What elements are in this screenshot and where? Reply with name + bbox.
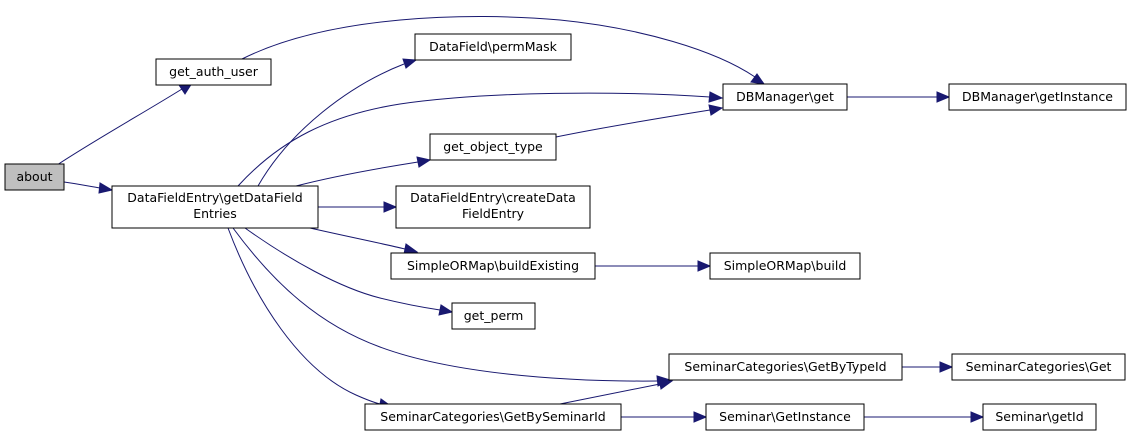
node-datafieldentry-getdatafieldentries-label-line2: Entries xyxy=(193,206,237,221)
node-simpleormap-build-label: SimpleORMap\build xyxy=(724,258,847,273)
edge-get-object-type-to-dbmanager-get xyxy=(555,104,724,138)
node-seminar-getinstance[interactable]: Seminar\GetInstance xyxy=(705,403,865,431)
node-seminarcategories-getbyseminarid[interactable]: SeminarCategories\GetBySeminarId xyxy=(364,403,622,431)
edge-getdatafieldentries-to-createdatafieldentry xyxy=(318,201,398,213)
node-dbmanager-getinstance[interactable]: DBManager\getInstance xyxy=(948,83,1127,111)
node-simpleormap-build[interactable]: SimpleORMap\build xyxy=(709,252,861,280)
edge-getbytypeid-to-get xyxy=(902,361,954,373)
node-get-object-type[interactable]: get_object_type xyxy=(429,133,557,161)
edge-get-auth-user-to-dbmanager-get xyxy=(241,16,766,85)
node-get-perm[interactable]: get_perm xyxy=(451,302,536,330)
node-datafieldentry-createdatafieldentry-label-line2: FieldEntry xyxy=(462,206,525,221)
node-seminar-getid-label: Seminar\getId xyxy=(995,409,1083,424)
node-seminarcategories-get[interactable]: SeminarCategories\Get xyxy=(951,353,1126,381)
node-datafieldentry-getdatafieldentries-label-line1: DataFieldEntry\getDataField xyxy=(127,190,302,205)
node-get-perm-label: get_perm xyxy=(464,308,524,323)
node-get-object-type-label: get_object_type xyxy=(443,139,543,154)
edge-dbmanager-get-to-getinstance xyxy=(847,91,951,103)
edge-about-to-get-auth-user xyxy=(56,82,194,166)
node-seminar-getid[interactable]: Seminar\getId xyxy=(982,403,1097,431)
node-datafieldentry-getdatafieldentries[interactable]: DataFieldEntry\getDataField Entries xyxy=(111,185,319,229)
edge-seminar-getinstance-to-getid xyxy=(864,411,985,423)
node-datafield-permmask[interactable]: DataField\permMask xyxy=(414,33,572,61)
node-about[interactable]: about xyxy=(4,163,65,191)
node-dbmanager-getinstance-label: DBManager\getInstance xyxy=(962,89,1113,104)
edge-getbyseminarid-to-getbytypeid xyxy=(559,378,674,405)
node-datafield-permmask-label: DataField\permMask xyxy=(429,39,558,54)
node-dbmanager-get-label: DBManager\get xyxy=(736,89,834,104)
edge-getdatafieldentries-to-buildexisting xyxy=(309,227,419,255)
edge-getdatafieldentries-to-get-object-type xyxy=(295,156,432,187)
node-simpleormap-buildexisting[interactable]: SimpleORMap\buildExisting xyxy=(390,252,596,280)
node-simpleormap-buildexisting-label: SimpleORMap\buildExisting xyxy=(407,258,579,273)
node-dbmanager-get[interactable]: DBManager\get xyxy=(722,83,848,111)
node-seminarcategories-getbytypeid-label: SeminarCategories\GetByTypeId xyxy=(684,359,886,374)
node-seminarcategories-getbytypeid[interactable]: SeminarCategories\GetByTypeId xyxy=(668,353,903,381)
edge-buildexisting-to-build xyxy=(595,260,712,272)
edge-getdatafieldentries-to-datafield-permmask xyxy=(257,58,418,187)
node-seminar-getinstance-label: Seminar\GetInstance xyxy=(719,409,851,424)
node-get-auth-user[interactable]: get_auth_user xyxy=(155,58,272,86)
node-datafieldentry-createdatafieldentry[interactable]: DataFieldEntry\createData FieldEntry xyxy=(395,185,591,229)
edge-getdatafieldentries-to-dbmanager-get xyxy=(237,91,724,187)
node-seminarcategories-get-label: SeminarCategories\Get xyxy=(966,359,1112,374)
node-datafieldentry-createdatafieldentry-label-line1: DataFieldEntry\createData xyxy=(410,190,576,205)
edge-getdatafieldentries-to-get-perm xyxy=(244,227,454,316)
node-seminarcategories-getbyseminarid-label: SeminarCategories\GetBySeminarId xyxy=(380,409,605,424)
edge-getbyseminarid-to-seminar-getinstance xyxy=(621,411,708,423)
edge-about-to-getdatafieldentries xyxy=(63,181,114,194)
edge-getdatafieldentries-to-getbyseminarid xyxy=(227,227,394,410)
node-about-label: about xyxy=(16,169,52,184)
node-get-auth-user-label: get_auth_user xyxy=(169,64,259,79)
